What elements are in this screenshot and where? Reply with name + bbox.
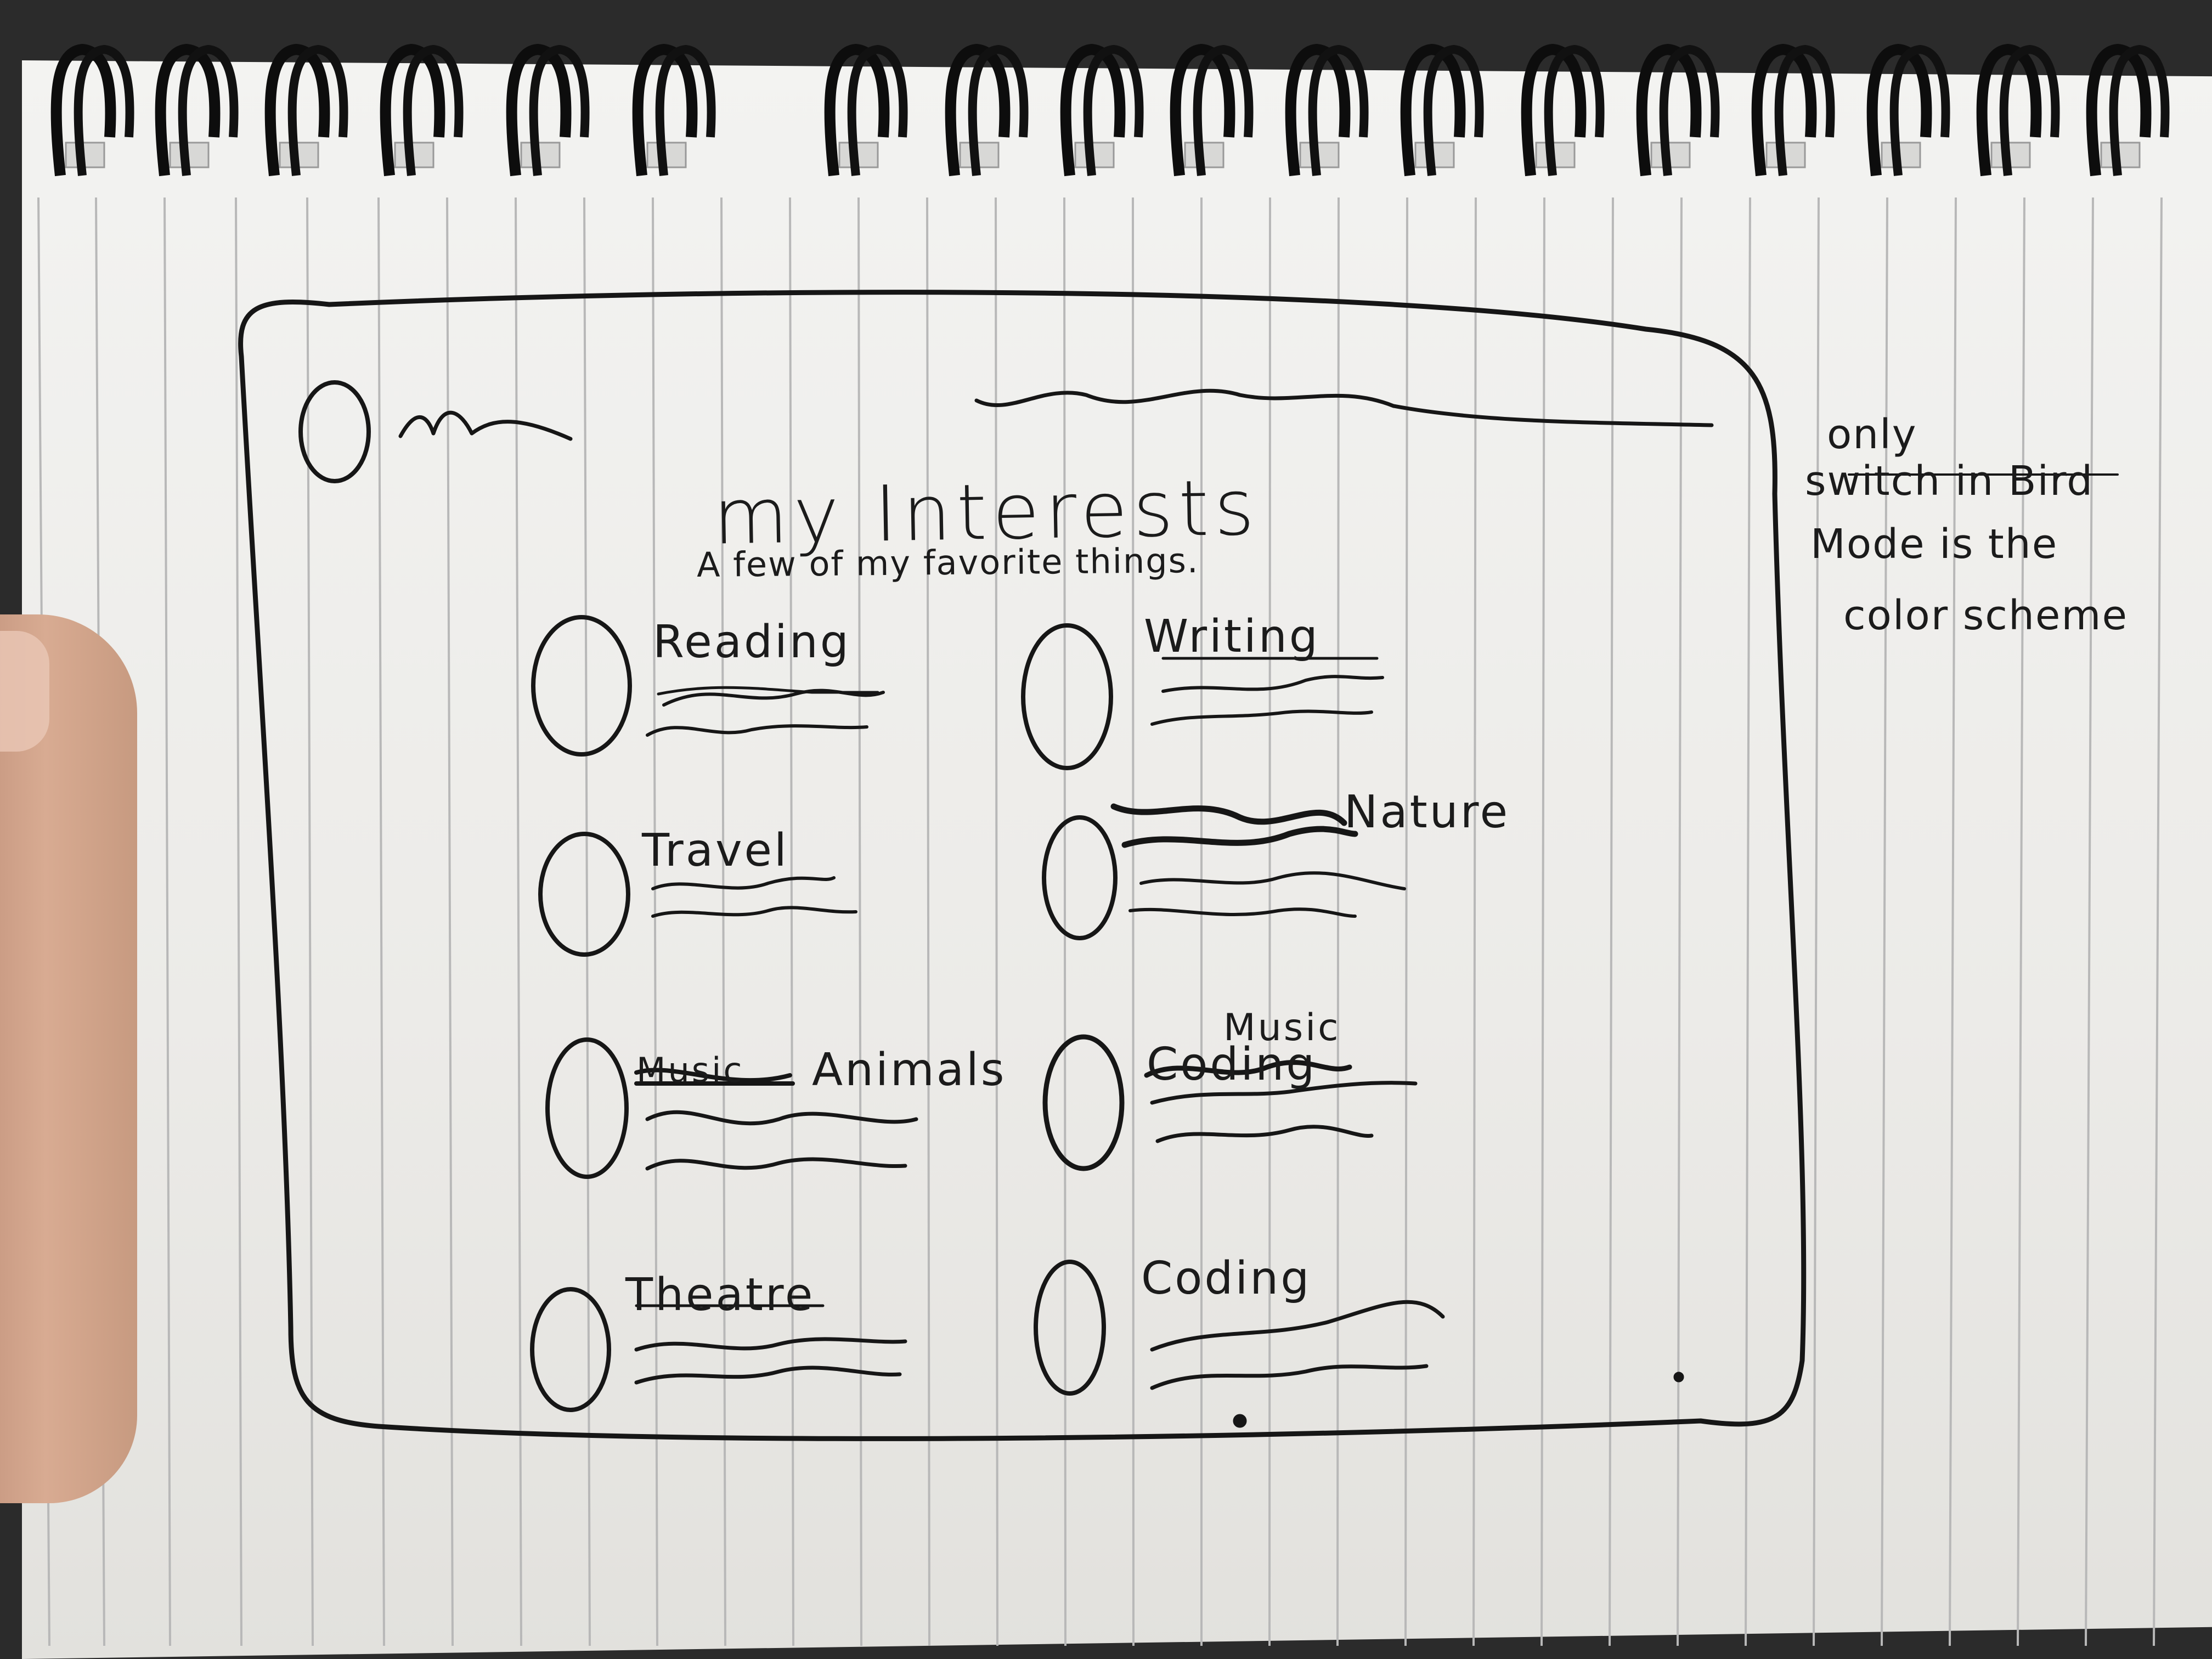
card-reading-desc bbox=[646, 689, 885, 737]
card-theatre-desc bbox=[634, 1337, 907, 1385]
card-travel-icon bbox=[538, 832, 630, 957]
binding-ring bbox=[380, 43, 464, 177]
card-animals-icon bbox=[545, 1037, 629, 1179]
card-music-icon bbox=[1042, 1034, 1125, 1171]
binding-ring bbox=[1285, 43, 1369, 177]
card-animals-struck-label: Music bbox=[636, 1050, 744, 1090]
music-strike bbox=[634, 1068, 795, 1086]
binding-ring bbox=[632, 43, 716, 177]
binding-ring bbox=[945, 43, 1029, 177]
browser-frame bbox=[238, 290, 1807, 1441]
binding-ring bbox=[824, 43, 908, 177]
spiral-binding bbox=[50, 43, 2170, 177]
card-coding-icon bbox=[1034, 1260, 1106, 1396]
nature-strike-scribble bbox=[1110, 803, 1358, 848]
card-nature-desc bbox=[1128, 871, 1406, 918]
nav-scribble bbox=[974, 388, 1714, 427]
coding-strike bbox=[1144, 1060, 1352, 1078]
binding-ring bbox=[264, 43, 348, 177]
card-nature-icon bbox=[1042, 815, 1118, 940]
side-note-line-2: switch in Bird bbox=[1805, 458, 2094, 505]
logo-circle bbox=[298, 380, 371, 483]
binding-ring bbox=[50, 43, 134, 177]
card-travel-desc bbox=[651, 876, 857, 918]
card-music-desc bbox=[1150, 1081, 1418, 1143]
card-coding-desc bbox=[1150, 1300, 1445, 1390]
card-writing-label: Writing bbox=[1144, 611, 1320, 663]
card-coding-struck-label: Coding bbox=[1147, 1039, 1317, 1091]
card-coding-label: Coding bbox=[1141, 1252, 1312, 1305]
side-note-line-1: only bbox=[1827, 411, 1917, 458]
thumb bbox=[0, 614, 137, 1503]
side-note-line-4: color scheme bbox=[1843, 592, 2129, 639]
card-reading-icon bbox=[531, 615, 632, 757]
card-reading-label: Reading bbox=[653, 616, 851, 668]
card-writing-desc bbox=[1150, 675, 1384, 726]
page-subtitle: A few of my favorite things. bbox=[696, 540, 1199, 585]
notebook-page bbox=[22, 60, 2212, 1659]
binding-ring bbox=[1866, 43, 1950, 177]
binding-ring bbox=[506, 43, 590, 177]
binding-ring bbox=[155, 43, 239, 177]
thumbnail bbox=[0, 631, 49, 752]
binding-ring bbox=[1976, 43, 2060, 177]
card-writing-icon bbox=[1021, 623, 1113, 770]
logo-scribble bbox=[398, 410, 573, 441]
binding-ring bbox=[1400, 43, 1484, 177]
card-animals-desc bbox=[645, 1110, 918, 1171]
binding-ring bbox=[1521, 43, 1605, 177]
card-theatre-label: Theatre bbox=[625, 1269, 815, 1321]
binding-ring bbox=[1170, 43, 1254, 177]
binding-ring bbox=[2086, 43, 2170, 177]
side-note-line-3: Mode is the bbox=[1810, 521, 2058, 568]
card-music-label: Music bbox=[1223, 1006, 1341, 1049]
binding-ring bbox=[1636, 43, 1720, 177]
card-travel-label: Travel bbox=[642, 825, 789, 877]
binding-ring bbox=[1751, 43, 1835, 177]
binding-ring bbox=[1060, 43, 1144, 177]
card-animals-label: Animals bbox=[812, 1044, 1007, 1096]
card-theatre-icon bbox=[530, 1287, 611, 1412]
card-nature-label: Nature bbox=[1344, 786, 1510, 838]
